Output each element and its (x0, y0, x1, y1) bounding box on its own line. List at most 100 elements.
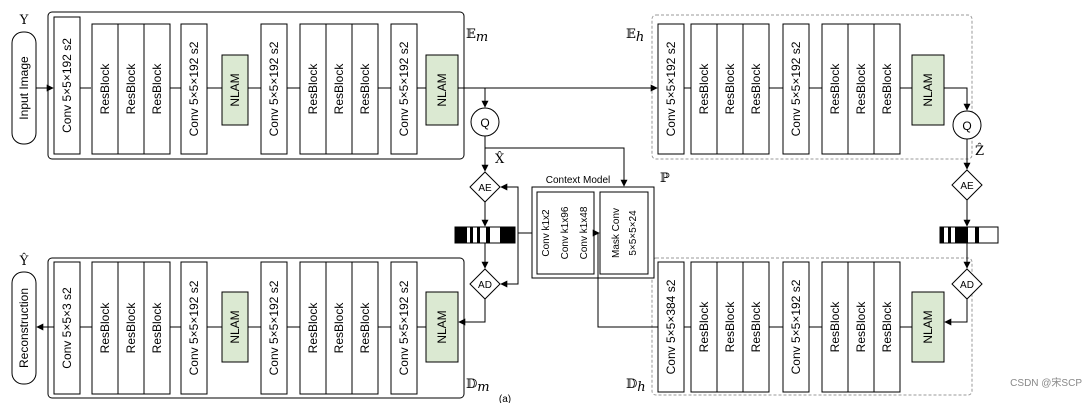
svg-text:Conv 5×5×192 s2: Conv 5×5×192 s2 (60, 38, 74, 133)
svg-text:Context Model: Context Model (546, 175, 610, 186)
x-hat-label: X̂ (495, 151, 505, 167)
reconstruction-label: Reconstruction (17, 288, 31, 368)
svg-text:Conv 5×5×192 s2: Conv 5×5×192 s2 (664, 41, 678, 136)
svg-text:ResBlock: ResBlock (828, 301, 842, 353)
main-decoder-panel (47, 257, 465, 399)
svg-text:ResBlock: ResBlock (749, 63, 763, 115)
dh-label: 𝔻h (626, 377, 646, 395)
bitstream-hyper (939, 226, 999, 244)
reconstruction-box (11, 271, 37, 385)
em-resblock-3 (143, 23, 171, 155)
eh-resblock-2 (716, 23, 744, 155)
svg-text:ResBlock: ResBlock (854, 63, 868, 115)
svg-text:Conv 5×5×192 s2: Conv 5×5×192 s2 (267, 41, 281, 136)
eh-conv-1 (657, 23, 685, 155)
svg-text:AD: AD (478, 280, 492, 291)
svg-text:Conv 5×5×192 s2: Conv 5×5×192 s2 (187, 41, 201, 136)
svg-text:NLAM: NLAM (228, 310, 242, 343)
svg-text:AE: AE (960, 181, 974, 192)
svg-text:NLAM: NLAM (435, 73, 449, 106)
svg-text:ResBlock: ResBlock (854, 301, 868, 353)
svg-text:ResBlock: ResBlock (358, 302, 372, 354)
dm-resblock-4 (299, 261, 327, 395)
svg-text:ResBlock: ResBlock (150, 63, 164, 115)
ad-hyper: AD (951, 268, 983, 300)
em-resblock-1 (91, 23, 119, 155)
svg-text:ResBlock: ResBlock (358, 63, 372, 115)
svg-text:ResBlock: ResBlock (723, 301, 737, 353)
em-label: 𝔼m (466, 27, 488, 45)
svg-text:ResBlock: ResBlock (880, 63, 894, 115)
svg-text:ResBlock: ResBlock (697, 301, 711, 353)
svg-text:ResBlock: ResBlock (306, 63, 320, 115)
eh-label: 𝔼h (626, 27, 644, 45)
svg-text:Conv 5×5×192 s2: Conv 5×5×192 s2 (789, 279, 803, 374)
em-conv-4 (390, 23, 418, 155)
svg-text:ResBlock: ResBlock (828, 63, 842, 115)
dm-conv-out (53, 261, 81, 395)
svg-text:ResBlock: ResBlock (98, 302, 112, 354)
em-resblock-6 (351, 23, 379, 155)
main-decoder-blocks: Conv 5×5×3 s2 ResBlock ResBlock ResBlock… (53, 261, 459, 395)
eh-resblock-4 (821, 23, 849, 155)
bitstream-main (454, 226, 516, 244)
ae-main: AE (469, 171, 501, 203)
svg-text:NLAM: NLAM (435, 310, 449, 343)
svg-text:Conv 5×5×192 s2: Conv 5×5×192 s2 (397, 41, 411, 136)
eh-resblock-3 (742, 23, 770, 155)
svg-text:ResBlock: ResBlock (332, 302, 346, 354)
svg-text:5×5×5×24: 5×5×5×24 (628, 210, 639, 256)
dh-conv-1 (657, 261, 685, 393)
input-y-label: Y (19, 13, 29, 28)
svg-text:Q: Q (480, 116, 489, 130)
dh-conv-2 (782, 261, 810, 393)
svg-text:Conv 5×5×3 s2: Conv 5×5×3 s2 (60, 287, 74, 369)
svg-text:ResBlock: ResBlock (332, 63, 346, 115)
svg-text:Mask Conv: Mask Conv (611, 208, 622, 258)
eh-nlam (911, 54, 945, 126)
dm-conv-2 (260, 261, 288, 395)
svg-text:ResBlock: ResBlock (150, 302, 164, 354)
dh-resblock-5 (847, 261, 875, 393)
svg-text:NLAM: NLAM (921, 73, 935, 106)
em-nlam-1 (221, 54, 249, 126)
context-conv-group (536, 191, 595, 275)
svg-text:ResBlock: ResBlock (124, 302, 138, 354)
dm-resblock-2 (117, 261, 145, 395)
svg-text:ResBlock: ResBlock (98, 63, 112, 115)
svg-text:AE: AE (478, 183, 492, 194)
svg-text:AD: AD (960, 280, 974, 291)
svg-text:ResBlock: ResBlock (749, 301, 763, 353)
svg-text:NLAM: NLAM (921, 310, 935, 343)
svg-text:ResBlock: ResBlock (124, 63, 138, 115)
svg-text:Conv k1x96: Conv k1x96 (560, 206, 571, 259)
dm-conv-1 (180, 261, 208, 395)
dm-resblock-1 (91, 261, 119, 395)
dh-resblock-2 (716, 261, 744, 393)
input-image-label: Input Image (17, 56, 31, 120)
em-resblock-5 (325, 23, 353, 155)
svg-text:Conv 5×5×192 s2: Conv 5×5×192 s2 (397, 280, 411, 375)
eh-resblock-1 (690, 23, 718, 155)
output-y-hat-label: Ŷ (19, 253, 29, 269)
eh-resblock-6 (873, 23, 901, 155)
main-encoder-blocks: Conv 5×5×192 s2 ResBlock ResBlock ResBlo… (53, 16, 459, 155)
p-label: ℙ (660, 171, 670, 186)
z-hat-label: Ẑ (975, 143, 984, 159)
svg-text:Conv 5×5×384 s2: Conv 5×5×384 s2 (664, 279, 678, 374)
em-conv-1 (53, 16, 81, 155)
dm-conv-3 (390, 261, 418, 395)
em-conv-3 (260, 23, 288, 155)
ad-main: AD (469, 268, 501, 300)
dm-nlam-2 (425, 291, 459, 363)
hyper-encoder-blocks: Conv 5×5×192 s2 ResBlock ResBlock ResBlo… (657, 23, 945, 155)
watermark: CSDN @宋SCP (1010, 376, 1082, 389)
connections (36, 84, 971, 331)
eh-resblock-5 (847, 23, 875, 155)
svg-text:NLAM: NLAM (228, 73, 242, 106)
mask-conv-box (599, 191, 649, 275)
svg-text:ResBlock: ResBlock (306, 302, 320, 354)
dm-resblock-5 (325, 261, 353, 395)
svg-text:Conv 5×5×192 s2: Conv 5×5×192 s2 (267, 280, 281, 375)
